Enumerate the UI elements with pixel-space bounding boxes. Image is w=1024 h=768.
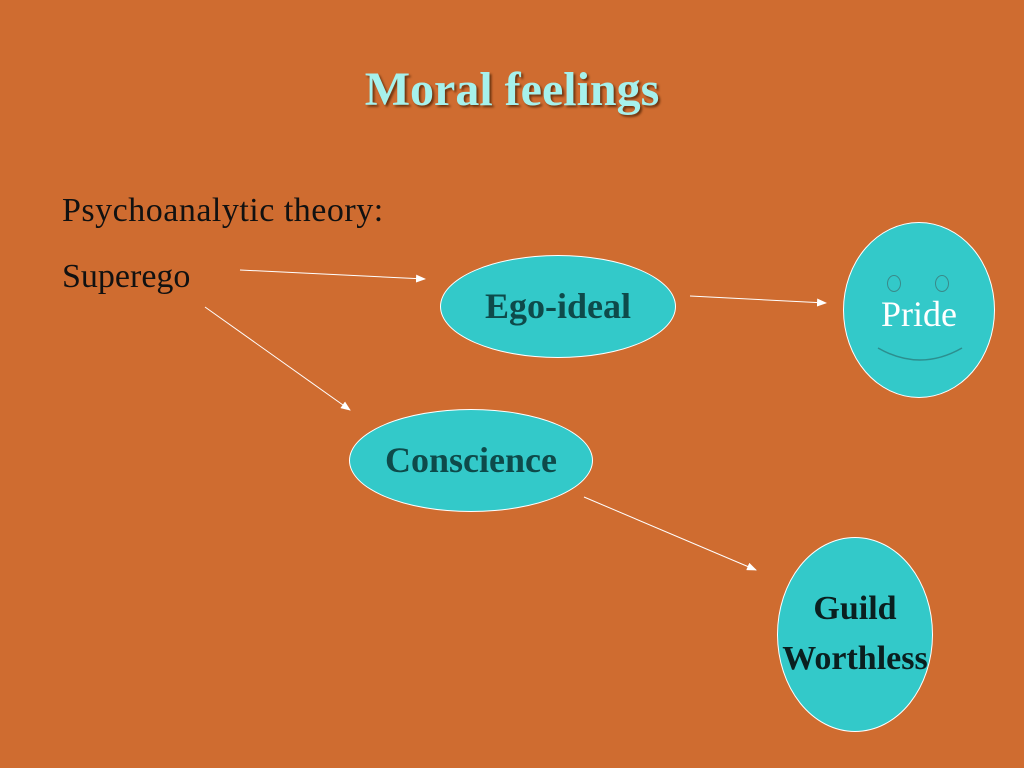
pride-label: Pride bbox=[881, 294, 957, 334]
guild-label: Guild bbox=[813, 590, 897, 627]
arrow-ego-ideal-to-pride bbox=[689, 295, 827, 307]
pride-left-eye-icon bbox=[887, 275, 901, 292]
arrow-conscience-to-guild bbox=[583, 496, 757, 571]
slide-title: Moral feelings bbox=[364, 63, 660, 116]
conscience-label: Conscience bbox=[385, 440, 557, 480]
worthless-label: Worthless bbox=[782, 640, 928, 677]
text-psychoanalytic-theory: Psychoanalytic theory: bbox=[62, 192, 384, 229]
arrow-superego-to-ego-ideal bbox=[239, 269, 426, 283]
conscience-node bbox=[349, 409, 593, 512]
guild-node bbox=[777, 537, 933, 732]
ego-ideal-label: Ego-ideal bbox=[484, 286, 631, 326]
pride-node bbox=[843, 222, 995, 398]
arrow-superego-to-conscience bbox=[204, 306, 351, 411]
pride-right-eye-icon bbox=[935, 275, 949, 292]
pride-smile-icon bbox=[877, 347, 963, 361]
ego-ideal-node bbox=[440, 255, 676, 358]
text-superego: Superego bbox=[62, 258, 191, 295]
